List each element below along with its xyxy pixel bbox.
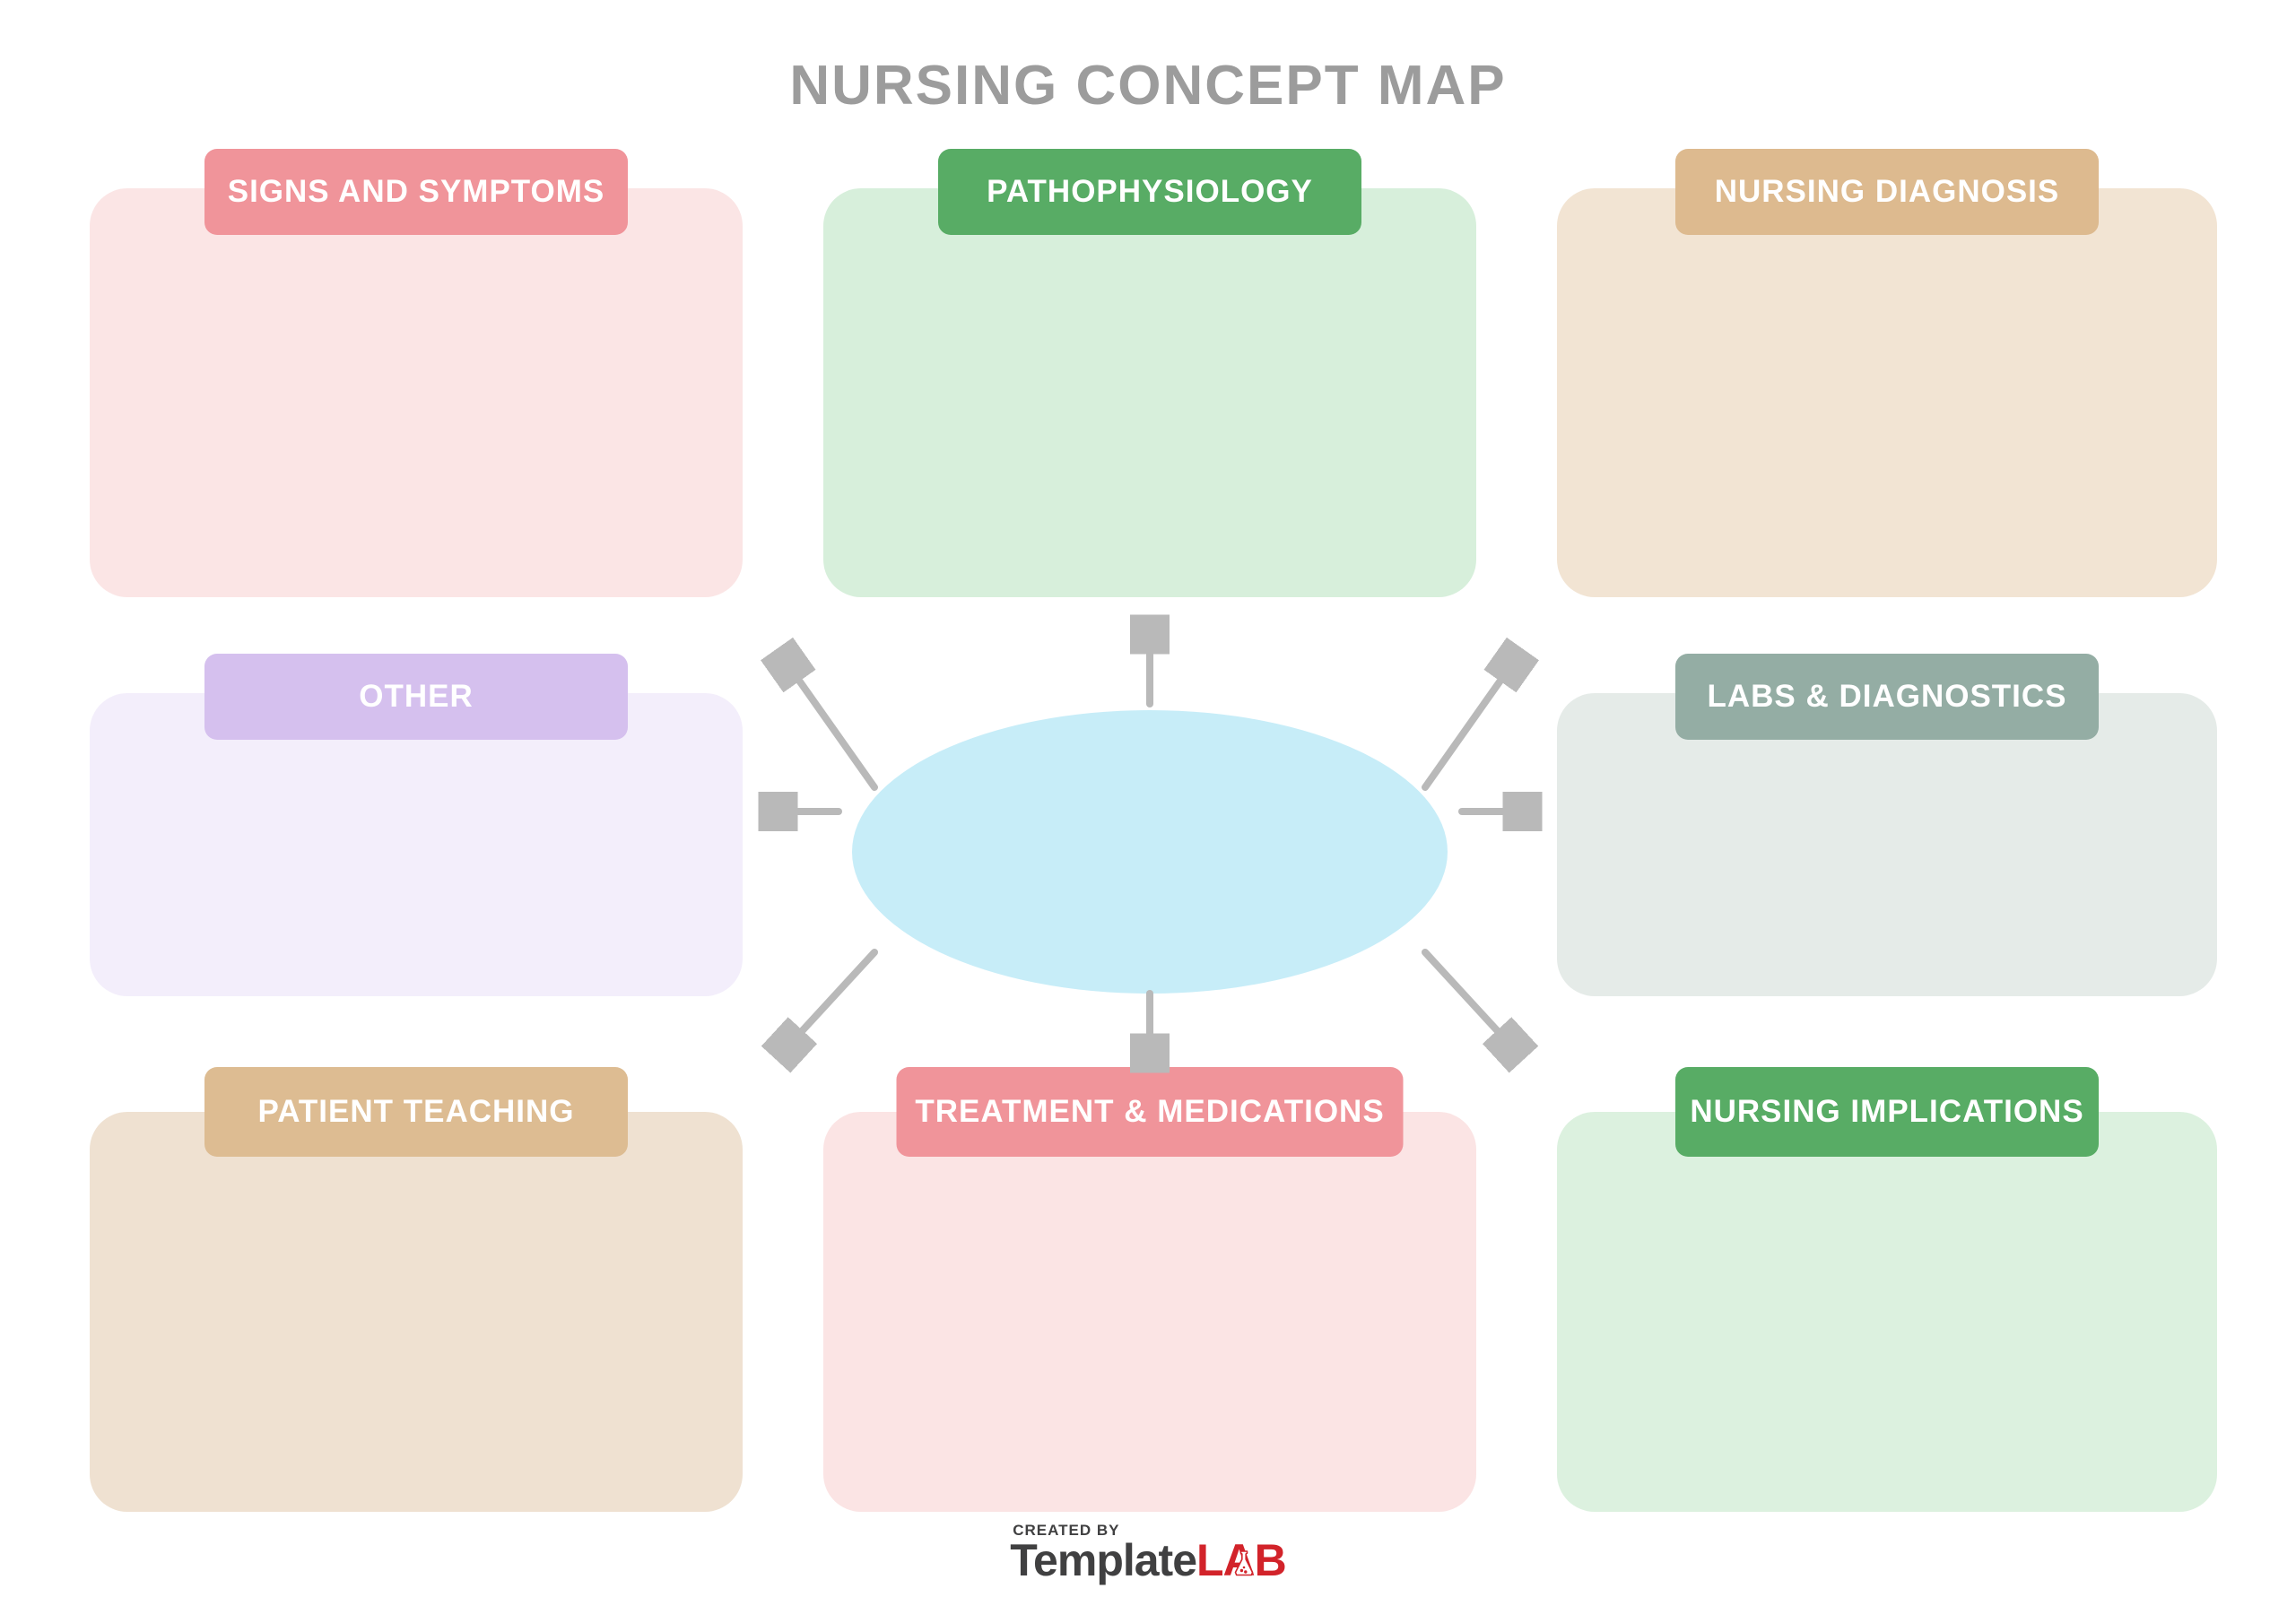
box-nursing-implications: NURSING IMPLICATIONS (1557, 1067, 2217, 1512)
center-topic-ellipse (852, 710, 1448, 994)
box-patient-teaching: PATIENT TEACHING (90, 1067, 743, 1512)
box-header-labs-and-diagnostics: LABS & DIAGNOSTICS (1675, 654, 2099, 740)
arrow-up-left (782, 656, 878, 791)
box-signs-and-symptoms: SIGNS AND SYMPTOMS (90, 149, 743, 597)
box-header-nursing-implications: NURSING IMPLICATIONS (1675, 1067, 2099, 1157)
page-title: NURSING CONCEPT MAP (789, 55, 1507, 117)
box-header-treatment-and-medications: TREATMENT & MEDICATIONS (896, 1067, 1404, 1157)
box-pathophysiology: PATHOPHYSIOLOGY (823, 149, 1476, 597)
box-header-signs-and-symptoms: SIGNS AND SYMPTOMS (204, 149, 628, 235)
box-treatment-and-medications: TREATMENT & MEDICATIONS (823, 1067, 1476, 1512)
box-labs-and-diagnostics: LABS & DIAGNOSTICS (1557, 654, 2217, 996)
brand-lab-text: LAB (1196, 1538, 1287, 1583)
footer: CREATED BY TemplateLAB (0, 1523, 2296, 1583)
created-by-label: CREATED BY (1013, 1522, 1120, 1539)
arrow-down-left (782, 949, 878, 1053)
brand-wordmark: TemplateLAB (1010, 1535, 1287, 1585)
flask-icon (1234, 1550, 1254, 1576)
arrow-down-right (1422, 949, 1518, 1053)
arrow-up-right (1422, 656, 1518, 791)
brand-template-text: Template (1010, 1535, 1197, 1585)
templatelab-logo: CREATED BY TemplateLAB (1010, 1522, 1287, 1585)
box-nursing-diagnosis: NURSING DIAGNOSIS (1557, 149, 2217, 597)
box-other: OTHER (90, 654, 743, 996)
box-header-patient-teaching: PATIENT TEACHING (204, 1067, 628, 1157)
box-header-nursing-diagnosis: NURSING DIAGNOSIS (1675, 149, 2099, 235)
box-header-pathophysiology: PATHOPHYSIOLOGY (938, 149, 1361, 235)
box-header-other: OTHER (204, 654, 628, 740)
